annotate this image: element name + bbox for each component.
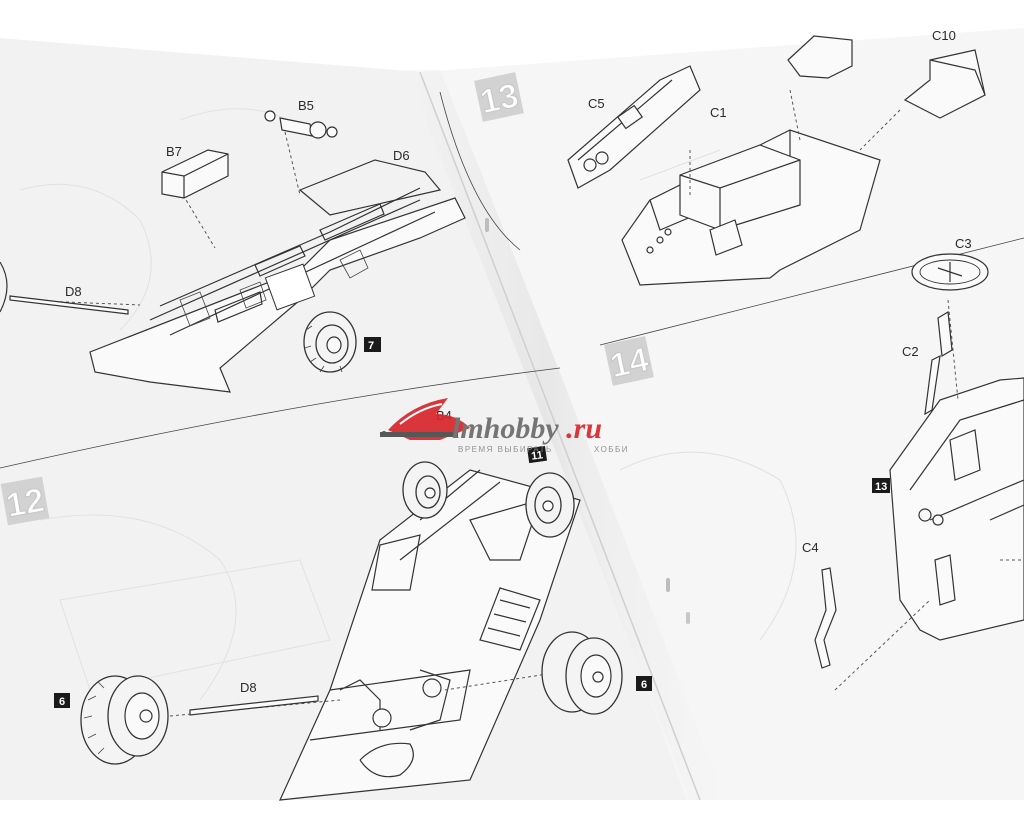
- svg-text:6: 6: [59, 696, 65, 708]
- front-wheel-right-12: [525, 472, 575, 538]
- svg-text:6: 6: [641, 679, 647, 691]
- part-c3-steering-wheel: [911, 253, 989, 291]
- label-c10: C10: [932, 28, 956, 43]
- boat-logo-icon: [388, 398, 470, 440]
- step-14-marker: 14: [604, 336, 654, 386]
- watermark-logo: lmhobby .ru ВРЕМЯ ВЫБИРАТЬ ХОББИ: [380, 398, 629, 454]
- right-page: [420, 28, 1024, 838]
- svg-text:14: 14: [607, 340, 652, 385]
- label-c5: C5: [588, 96, 605, 111]
- part-c1-seat-left: [787, 35, 853, 79]
- svg-text:11: 11: [531, 449, 544, 463]
- svg-text:13: 13: [477, 76, 522, 121]
- staple: [485, 218, 489, 232]
- badge-13: 13: [872, 478, 890, 493]
- front-wheel-left-12: [402, 461, 448, 519]
- part-c10-seat-right: [903, 49, 986, 119]
- label-d8-lower: D8: [240, 680, 257, 695]
- label-c1: C1: [710, 105, 727, 120]
- cab-assembly-step-14: [834, 299, 1024, 691]
- label-c4: C4: [802, 540, 819, 555]
- svg-text:12: 12: [3, 481, 47, 525]
- label-b5: B5: [298, 98, 314, 113]
- page-gutter: [405, 70, 725, 800]
- label-d8-upper: D8: [65, 284, 82, 299]
- watermark-domain-suffix: .ru: [566, 412, 602, 445]
- part-b7-block: [161, 149, 229, 199]
- watermark-tagline-left: ВРЕМЯ ВЫБИРАТЬ: [458, 445, 553, 454]
- step-12-marker: 12: [0, 476, 50, 526]
- part-d8-rod-upper: [0, 261, 129, 315]
- staple: [686, 612, 690, 624]
- watermark-text: lmhobby .ru: [452, 412, 602, 445]
- svg-text:7: 7: [368, 340, 374, 352]
- label-c3: C3: [955, 236, 972, 251]
- badge-7: 7: [364, 337, 381, 352]
- svg-text:13: 13: [875, 481, 887, 493]
- badge-11: 11: [527, 445, 548, 464]
- label-d6: D6: [393, 148, 410, 163]
- part-b5-shaft: [264, 110, 338, 139]
- label-b7: B7: [166, 144, 182, 159]
- dual-wheel-left-12: [80, 675, 169, 765]
- part-c5-dashboard: [567, 65, 701, 189]
- part-d8-rod-lower: [189, 695, 319, 716]
- label-c2: C2: [902, 344, 919, 359]
- dual-wheel-right-12: [541, 631, 623, 715]
- badge-6-left: 6: [54, 693, 70, 708]
- chassis-lower-diagram: [169, 469, 581, 801]
- part-c4-lever: [814, 567, 837, 669]
- step-13-marker: 13: [474, 72, 524, 122]
- watermark-tagline-right: ХОББИ: [594, 445, 629, 454]
- part-c2-steering-column: [924, 311, 953, 416]
- rear-wheel-upper: [303, 311, 357, 373]
- staple: [666, 578, 670, 592]
- cab-interior-step-13: [621, 89, 901, 286]
- left-step-divider: [0, 367, 561, 469]
- badge-6-right: 6: [636, 676, 652, 691]
